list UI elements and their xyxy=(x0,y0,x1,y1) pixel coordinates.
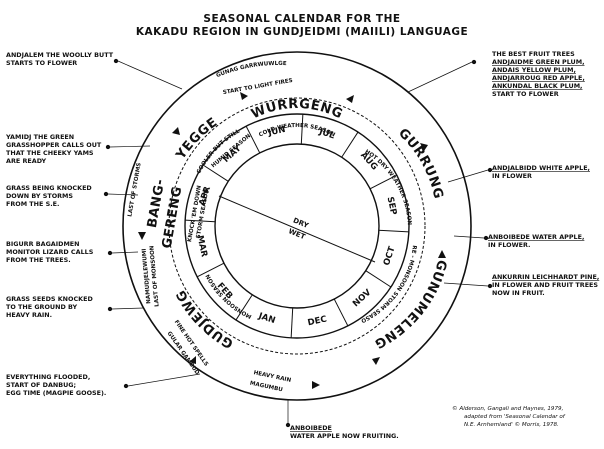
season-ring xyxy=(168,97,426,355)
month-divider xyxy=(185,219,216,223)
month-label: MAR xyxy=(194,235,208,259)
month-divider xyxy=(235,294,253,321)
month-divider xyxy=(245,125,261,154)
note-bottom-1: ANBOIBEDE xyxy=(290,424,332,432)
outer-last-storms: LAST OF STORMS xyxy=(127,162,142,217)
credit-line-1: © Alderson, Gangali and Haynes, 1979, xyxy=(452,405,564,412)
month-divider xyxy=(365,270,392,288)
season-ring-arrows xyxy=(138,92,446,389)
note-bigurr-1: BIGURR BAGAIDMEN xyxy=(6,240,80,248)
month-dividers xyxy=(185,114,409,338)
note-andjalem-2: STARTS TO FLOWER xyxy=(6,59,77,67)
credit-line-3: N.E. Arnhemland' © Morris, 1978. xyxy=(464,421,559,428)
month-divider xyxy=(369,174,398,190)
note-flooded-1: EVERYTHING FLOODED, xyxy=(6,373,90,381)
note-ankurrin-2: IN FLOWER AND FRUIT TREES xyxy=(492,281,598,289)
month-divider xyxy=(202,164,229,182)
note-bottom-2: WATER APPLE NOW FRUITING. xyxy=(290,432,399,440)
title-line-2: KAKADU REGION IN GUNDJEIDMI (MAIILI) LAN… xyxy=(136,26,468,38)
left-notes: ANDJALEM THE WOOLLY BUTT STARTS TO FLOWE… xyxy=(5,51,114,397)
month-label: SEP xyxy=(385,196,399,216)
season-wurrgeng: WURRGENG xyxy=(249,97,345,122)
note-anboibede-2: IN FLOWER. xyxy=(488,241,530,249)
calendar-rings xyxy=(122,51,472,401)
left-leader-lines xyxy=(103,58,201,389)
title-line-1: SEASONAL CALENDAR FOR THE xyxy=(203,13,400,25)
month-label: DEC xyxy=(307,314,328,328)
note-fruit-1: THE BEST FRUIT TREES xyxy=(492,50,575,58)
arrow-icon xyxy=(346,95,354,103)
month-ring-outer xyxy=(184,113,410,339)
note-fruit-2: ANDJAIDME GREEN PLUM, xyxy=(492,58,585,66)
month-label: OCT xyxy=(382,245,398,267)
credit-line-2: adapted from 'Seasonal Calendar of xyxy=(464,414,566,420)
note-grass-storms-1: GRASS BEING KNOCKED xyxy=(6,184,92,192)
note-flooded-2: START OF DANBUG; xyxy=(6,381,76,389)
note-grass-storms-2: DOWN BY STORMS xyxy=(6,192,73,200)
outer-namu-1: NAMUDJELEWUMI xyxy=(142,248,153,304)
note-fruit-6: START TO FLOWER xyxy=(492,90,559,98)
outer-gunag-1: GUNAG GARRWUWLGE xyxy=(216,61,287,79)
month-label: JAN xyxy=(256,311,276,326)
outer-namu-2: LAST OF MONSOON xyxy=(149,245,160,307)
month-divider xyxy=(196,262,225,278)
note-fruit-3: ANDAIS YELLOW PLUM, xyxy=(492,66,576,74)
note-yamidj-3: THAT THE CHEEKY YAMS xyxy=(6,149,94,157)
arrow-icon xyxy=(312,381,320,389)
outer-gunag-2: START TO LIGHT FIRES xyxy=(222,78,293,96)
note-grass-storms-3: FROM THE S.E. xyxy=(6,200,59,208)
right-leader-lines xyxy=(285,59,493,428)
month-label: JUN xyxy=(266,125,286,139)
arrow-icon xyxy=(172,127,180,135)
month-ring-inner xyxy=(214,143,380,309)
arrow-icon xyxy=(372,357,380,365)
arrow-icon xyxy=(438,250,446,258)
month-divider xyxy=(333,298,349,327)
note-flooded-3: EGG TIME (MAGPIE GOOSE). xyxy=(6,389,106,397)
note-andjalem-1: ANDJALEM THE WOOLLY BUTT xyxy=(6,51,114,59)
note-grass-seeds-3: HEAVY RAIN. xyxy=(6,311,52,319)
note-anboibede-1: ANBOIBEDE WATER APPLE, xyxy=(488,233,584,241)
note-bigurr-2: MONITOR LIZARD CALLS xyxy=(6,248,94,256)
right-notes: THE BEST FRUIT TREES ANDJAIDME GREEN PLU… xyxy=(488,50,599,297)
arrow-icon xyxy=(138,232,146,240)
note-fruit-4: ANDJARROUG RED APPLE, xyxy=(492,74,585,82)
note-grass-seeds-2: TO THE GROUND BY xyxy=(6,303,78,311)
note-yamidj-4: ARE READY xyxy=(6,157,47,165)
arrow-icon xyxy=(240,92,248,100)
note-grass-seeds-1: GRASS SEEDS KNOCKED xyxy=(6,295,93,303)
note-ankurrin-3: NOW IN FRUIT. xyxy=(492,289,545,297)
note-andjalbidd-2: IN FLOWER xyxy=(492,172,532,180)
center-wet-label: WET xyxy=(287,227,306,241)
month-divider xyxy=(378,229,409,233)
month-divider xyxy=(300,114,304,145)
outer-ring xyxy=(122,51,472,401)
arrow-icon xyxy=(189,356,196,364)
note-fruit-5: ANKUNDAL BLACK PLUM, xyxy=(492,82,582,90)
outer-magumbu-1: MAGUMBU xyxy=(249,381,283,394)
note-yamidj-2: GRASSHOPPER CALLS OUT xyxy=(6,141,102,149)
note-andjalbidd-1: ANDJALBIDD WHITE APPLE, xyxy=(492,164,590,172)
dry-wet-divider xyxy=(218,195,376,263)
arrow-icon xyxy=(420,143,428,151)
note-ankurrin-1: ANKURRIN LEICHHARDT PINE, xyxy=(492,273,599,281)
month-divider xyxy=(290,307,294,338)
note-bigurr-3: FROM THE TREES. xyxy=(6,256,71,264)
month-label: NOV xyxy=(351,288,373,310)
month-divider xyxy=(341,131,359,158)
note-yamidj-1: YAMIDJ THE GREEN xyxy=(5,133,74,141)
